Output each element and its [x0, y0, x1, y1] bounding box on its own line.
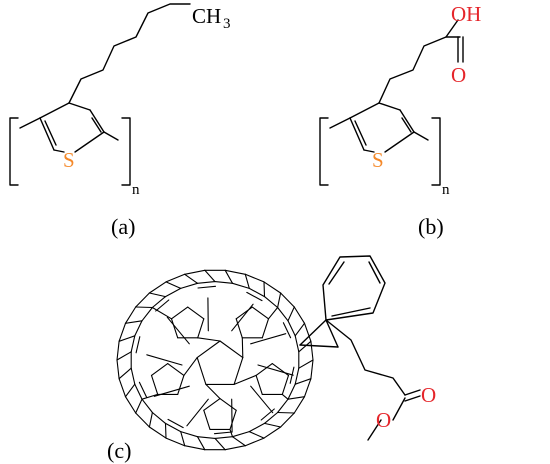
left-repeat-bracket — [9, 117, 19, 186]
left-repeat-bracket-b — [319, 117, 329, 186]
fullerene-cage — [116, 269, 314, 451]
panel-c-pcbm-structure: O O (c) — [107, 255, 436, 463]
ester-oxygen-label: O — [376, 408, 391, 432]
methyl-group-label: CH — [192, 4, 221, 28]
panel-c-caption: (c) — [107, 438, 131, 463]
repeat-unit-n-label-b: n — [442, 182, 450, 198]
carbonyl-oxygen-label-c: O — [421, 383, 436, 407]
panel-a-caption: (a) — [111, 214, 135, 239]
sulfur-atom-label: S — [63, 148, 75, 172]
phenyl-ring — [322, 255, 386, 321]
right-repeat-bracket — [121, 117, 131, 186]
panel-b-caption: (b) — [418, 214, 444, 239]
right-repeat-bracket-b — [431, 117, 441, 186]
repeat-unit-n-label: n — [132, 182, 140, 198]
methyl-subscript: 3 — [223, 16, 231, 32]
hydroxyl-label: OH — [451, 2, 481, 26]
panel-b-carboxylic-structure: S OH O n (b) — [319, 2, 481, 239]
carbonyl-oxygen-label-b: O — [451, 63, 466, 87]
panel-a-p3ht-structure: S CH 3 n (a) — [9, 3, 231, 239]
sulfur-atom-label-b: S — [372, 148, 384, 172]
